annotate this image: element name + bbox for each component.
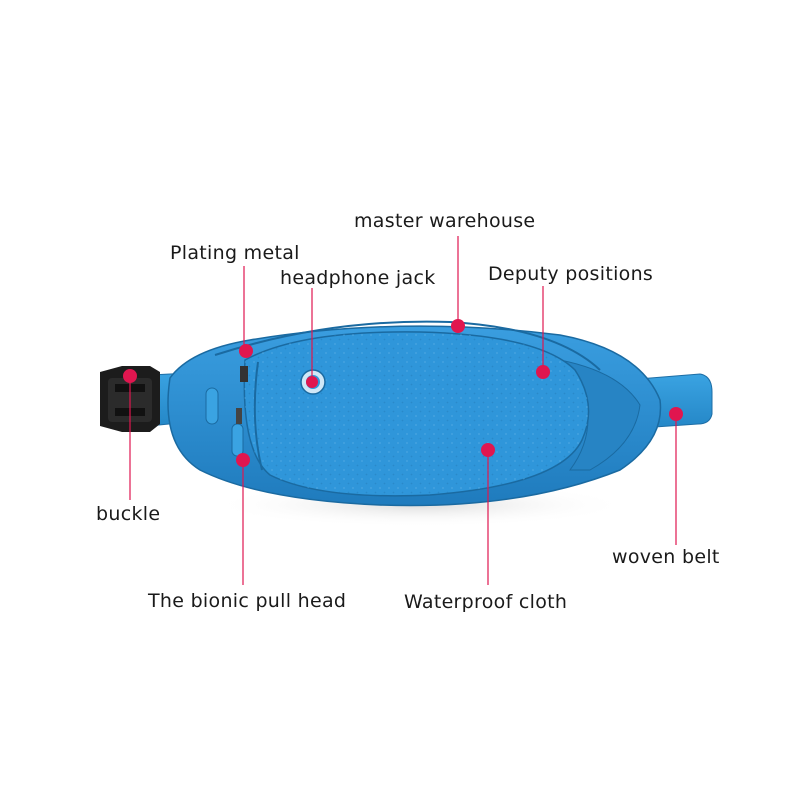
- callout-dots: [123, 319, 683, 467]
- dot-buckle: [123, 369, 137, 383]
- dot-plating-metal: [239, 344, 253, 358]
- dot-deputy-positions: [536, 365, 550, 379]
- dot-bionic-pull-head: [236, 453, 250, 467]
- label-bionic-pull-head: The bionic pull head: [148, 590, 347, 612]
- dot-woven-belt: [669, 407, 683, 421]
- label-headphone-jack: headphone jack: [280, 267, 436, 289]
- label-master-warehouse: master warehouse: [354, 210, 536, 232]
- dot-waterproof-cloth: [481, 443, 495, 457]
- label-deputy-positions: Deputy positions: [488, 263, 654, 285]
- dot-headphone-jack: [306, 376, 318, 388]
- label-woven-belt: woven belt: [612, 546, 720, 568]
- callout-lines: [129, 236, 677, 585]
- top-zipper: [214, 320, 601, 371]
- side-zipper: [253, 361, 263, 471]
- label-plating-metal: Plating metal: [170, 242, 300, 264]
- front-panel-texture: [244, 331, 589, 496]
- zipper-pull-upper: [205, 366, 248, 425]
- dot-master-warehouse: [451, 319, 465, 333]
- label-waterproof-cloth: Waterproof cloth: [404, 591, 568, 613]
- label-buckle: buckle: [96, 503, 161, 525]
